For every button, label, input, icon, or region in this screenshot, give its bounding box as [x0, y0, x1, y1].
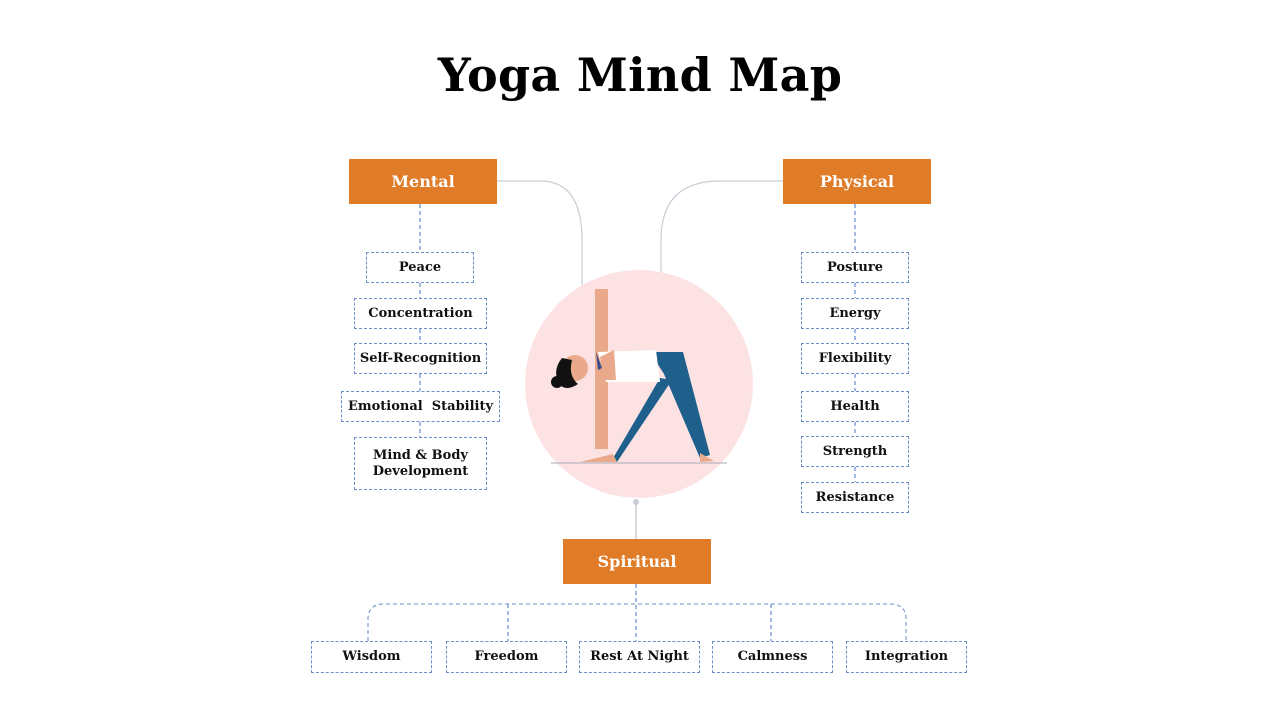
spiritual-item-integration: Integration: [846, 641, 967, 673]
spiritual-item-rest-at-night: Rest At Night: [579, 641, 700, 673]
physical-header-label: Physical: [819, 172, 895, 191]
physical-item-posture: Posture: [801, 252, 909, 283]
physical-header: Physical: [783, 159, 931, 204]
mental-header-label: Mental: [391, 172, 455, 191]
mental-item-emotional-stability: Emotional Stability: [341, 391, 500, 422]
mental-header: Mental: [349, 159, 497, 204]
spiritual-item-freedom: Freedom: [446, 641, 567, 673]
physical-item-strength: Strength: [801, 436, 909, 467]
spiritual-item-calmness: Calmness: [712, 641, 833, 673]
physical-item-energy: Energy: [801, 298, 909, 329]
spiritual-header: Spiritual: [563, 539, 711, 584]
mental-item-self-recognition: Self-Recognition: [354, 343, 487, 374]
mental-item-mind-body: Mind & Body Development: [354, 437, 487, 490]
mental-item-peace: Peace: [366, 252, 474, 283]
spiritual-header-label: Spiritual: [597, 552, 677, 571]
physical-item-resistance: Resistance: [801, 482, 909, 513]
physical-item-health: Health: [801, 391, 909, 422]
mental-item-concentration: Concentration: [354, 298, 487, 329]
physical-item-flexibility: Flexibility: [801, 343, 909, 374]
spiritual-item-wisdom: Wisdom: [311, 641, 432, 673]
page-title: Yoga Mind Map: [437, 48, 843, 102]
